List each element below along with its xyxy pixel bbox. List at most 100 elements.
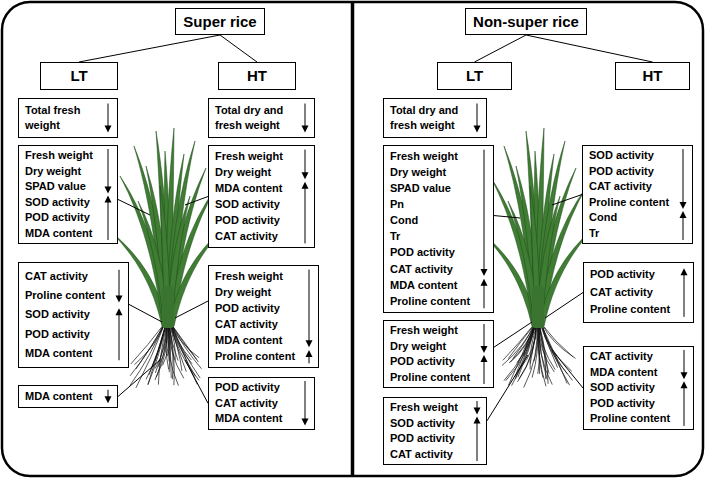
trend-arrow-shaft — [477, 423, 478, 462]
trait-label: SOD activity — [590, 380, 655, 396]
trait-label: Proline content — [390, 370, 470, 386]
root-strand — [148, 324, 166, 384]
trend-arrows — [110, 263, 128, 367]
condition-box: HT — [218, 62, 296, 90]
trait-label: SPAD value — [390, 181, 451, 197]
trend-arrow-shaft — [477, 104, 478, 127]
box-title: HT — [643, 67, 663, 85]
leader-line — [494, 322, 532, 347]
trend-arrows — [296, 99, 314, 137]
trait-label: Fresh weight — [390, 400, 458, 416]
decrease-arrow-head — [302, 172, 309, 179]
trend-arrows — [674, 146, 692, 243]
root-strand — [539, 324, 549, 374]
root-strand — [130, 324, 164, 376]
trait-label: CAT activity — [25, 269, 88, 285]
increase-arrow-head — [302, 182, 309, 189]
trend-arrow-shaft — [108, 104, 109, 127]
decrease-arrow-head — [116, 296, 123, 303]
panel-divider — [351, 2, 355, 476]
rice-stem — [532, 286, 544, 328]
root-strand — [171, 324, 199, 380]
trend-arrow-shaft — [305, 104, 306, 127]
group-title-box: Super rice — [175, 8, 265, 35]
trait-label: MDA content — [215, 333, 282, 349]
leader-line — [129, 304, 162, 322]
root-strand — [542, 324, 573, 380]
trait-label: Fresh weight — [215, 149, 283, 165]
root-strand — [541, 324, 567, 374]
condition-box: LT — [40, 62, 118, 90]
trait-label: SOD activity — [25, 195, 90, 211]
trait-label: POD activity — [589, 164, 654, 180]
trait-list-box: CAT activityProline contentSOD activityP… — [18, 262, 129, 368]
trait-label: POD activity — [215, 301, 280, 317]
increase-arrow-head — [306, 350, 313, 357]
trait-label: MDA content — [25, 389, 92, 405]
trait-label: Proline content — [590, 411, 670, 427]
root-strand — [509, 324, 535, 363]
trait-label: SOD activity — [390, 416, 455, 432]
decrease-arrow-head — [481, 269, 488, 276]
box-title: LT — [466, 67, 483, 85]
trend-arrows — [475, 146, 493, 312]
trait-label: SOD activity — [589, 148, 654, 164]
increase-arrow-head — [105, 196, 112, 203]
trait-label: POD activity — [390, 431, 455, 447]
trend-arrows — [99, 146, 117, 243]
decrease-arrow-head — [474, 126, 481, 133]
trait-label: MDA content — [590, 365, 657, 381]
root-strand — [540, 324, 555, 370]
trend-arrow-shaft — [309, 270, 310, 342]
trait-label: POD activity — [390, 354, 455, 370]
decrease-arrow-head — [105, 396, 112, 403]
trait-label: MDA content — [215, 411, 282, 427]
trait-label: Dry weight — [390, 339, 446, 355]
trait-label: Fresh weight — [215, 269, 283, 285]
increase-arrow-head — [481, 279, 488, 286]
trait-list-box: POD activityCAT activityMDA content — [208, 377, 315, 430]
trend-arrows — [475, 321, 493, 387]
trait-list-box: SOD activityPOD activityCAT activityProl… — [582, 145, 693, 244]
trend-arrows — [99, 386, 117, 407]
leader-line — [118, 199, 150, 215]
root-strand — [168, 324, 178, 386]
leader-line — [552, 195, 582, 206]
trend-arrow-shaft — [108, 202, 109, 241]
trait-label: Proline content — [589, 195, 669, 211]
trait-label: Tr — [390, 229, 400, 245]
trend-arrow-shaft — [309, 356, 310, 364]
decrease-arrow-head — [302, 126, 309, 133]
trait-label: Dry weight — [215, 165, 271, 181]
trend-arrow-shaft — [684, 387, 685, 426]
trait-label: POD activity — [215, 213, 280, 229]
leader-line — [494, 216, 520, 218]
trait-list-box: Fresh weightSOD activityPOD activityCAT … — [383, 397, 487, 465]
trend-arrow-shaft — [683, 217, 684, 240]
trait-list-box: Fresh weightDry weightMDA contentSOD act… — [208, 145, 315, 248]
trait-list-box: MDA content — [18, 385, 118, 408]
trait-list-box: CAT activityMDA contentSOD activityPOD a… — [583, 346, 694, 430]
root-strand — [538, 324, 546, 386]
trend-arrow-shaft — [484, 285, 485, 309]
trait-label: SOD activity — [215, 197, 280, 213]
trait-label: Fresh weight — [390, 323, 458, 339]
trait-label: Total fresh weight — [25, 103, 97, 134]
trend-arrow-shaft — [684, 274, 685, 317]
box-title: LT — [70, 67, 87, 85]
trait-list-box: Total dry and fresh weight — [383, 98, 487, 138]
trend-arrow-shaft — [119, 314, 120, 360]
decrease-arrow-head — [105, 187, 112, 194]
trait-label: CAT activity — [215, 396, 278, 412]
trait-label: POD activity — [215, 380, 280, 396]
trait-label: Dry weight — [390, 165, 446, 181]
trait-label: Fresh weight — [390, 149, 458, 165]
decrease-arrow-head — [681, 372, 688, 379]
trait-label: Dry weight — [215, 285, 271, 301]
trait-label: MDA content — [215, 181, 282, 197]
trait-list-box: Fresh weightDry weightPOD activityCAT ac… — [208, 265, 319, 368]
root-strand — [171, 324, 198, 362]
trend-arrows — [675, 263, 693, 322]
trait-label: CAT activity — [590, 349, 653, 365]
